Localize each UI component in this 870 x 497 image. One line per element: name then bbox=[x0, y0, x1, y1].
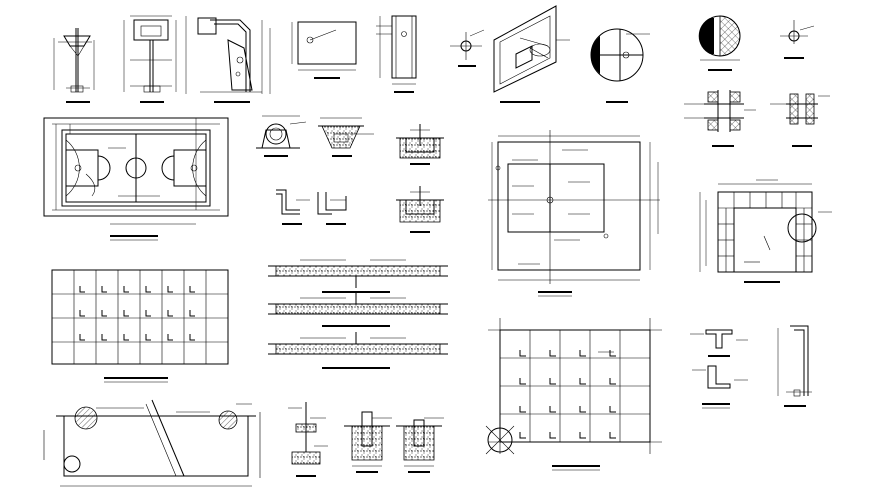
slab-section-b bbox=[268, 292, 448, 327]
wall-junction-a bbox=[684, 90, 756, 147]
channel-profile bbox=[692, 365, 748, 409]
angle-profiles bbox=[276, 189, 347, 225]
slab-section-c bbox=[268, 332, 448, 369]
wall-junction-b bbox=[770, 93, 830, 147]
pier-footing-detail-b bbox=[396, 417, 444, 473]
plate-detail bbox=[291, 21, 357, 79]
tiled-wall-elevation bbox=[699, 179, 832, 283]
trench-detail-b bbox=[396, 186, 444, 233]
pipe-support-detail bbox=[256, 115, 307, 157]
post-side-elevation bbox=[185, 16, 271, 103]
circle-detail-crosshatch bbox=[698, 15, 741, 71]
slab-section-a bbox=[268, 259, 448, 293]
perimeter-wall-elevation bbox=[43, 399, 261, 487]
backboard-perspective bbox=[493, 5, 570, 103]
court-panel-plan bbox=[488, 130, 660, 297]
column-section-detail bbox=[376, 15, 417, 93]
tall-post-elevation bbox=[777, 325, 812, 407]
footing-detail-a bbox=[288, 402, 328, 477]
floor-grid-plan bbox=[485, 318, 662, 471]
basketball-court-plan bbox=[43, 117, 229, 241]
post-elevation-a bbox=[53, 28, 95, 103]
pipe-detail bbox=[450, 29, 485, 67]
post-elevation-b bbox=[123, 15, 177, 103]
bolt-detail bbox=[780, 20, 815, 59]
drain-detail bbox=[318, 117, 374, 157]
tee-profile bbox=[690, 329, 748, 357]
trench-detail-a bbox=[396, 124, 444, 165]
slab-grid-plan bbox=[51, 269, 229, 383]
circle-detail-hatch bbox=[590, 28, 650, 103]
pier-footing-detail bbox=[344, 411, 392, 473]
